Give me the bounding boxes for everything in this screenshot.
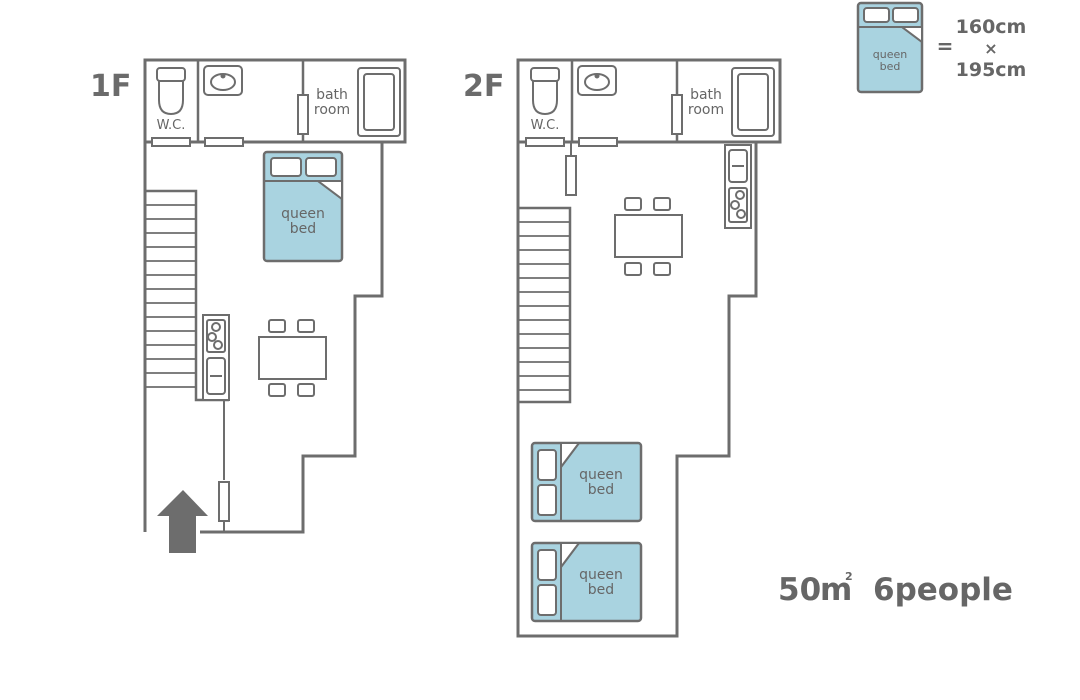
door [525, 137, 565, 147]
toilet-icon [530, 67, 560, 116]
entrance-arrow-icon [157, 490, 208, 553]
queen-bed-icon [530, 541, 643, 623]
queen-bed-icon [262, 150, 344, 263]
bed-label-line1: queen [281, 206, 325, 222]
door [204, 137, 244, 147]
bath-label-line1: bath [316, 87, 348, 103]
wc-label: W.C. [531, 118, 560, 133]
bed-label-line2: bed [290, 221, 316, 237]
door [671, 94, 683, 135]
door [218, 481, 230, 522]
bed-label-line1: queen [579, 467, 623, 483]
bed-label-line2: bed [588, 482, 614, 498]
legend-bed-line2: bed [880, 60, 901, 73]
bath-label-line2: room [314, 102, 350, 118]
area-superscript: 2 [845, 570, 853, 583]
door [565, 155, 577, 196]
queen-bed-icon [856, 1, 924, 94]
legend-equals: = [937, 34, 954, 58]
kitchen-counter-icon [202, 314, 230, 401]
door [297, 94, 309, 135]
bathtub-icon [357, 67, 401, 137]
legend-times: × [984, 39, 997, 58]
area-number: 50 [778, 572, 821, 608]
floor-1f-outline [143, 58, 407, 534]
queen-bed-icon [530, 441, 643, 523]
dining-table-icon [258, 319, 327, 397]
area-unit: m [820, 572, 852, 608]
bed-label-line1: queen [579, 567, 623, 583]
toilet-icon [156, 67, 186, 116]
bath-label-line1: bath [690, 87, 722, 103]
legend-bed-line1: queen [873, 48, 907, 61]
bathtub-icon [731, 67, 775, 137]
door [578, 137, 618, 147]
floor-1f: 1F W.C. bath room [90, 58, 407, 553]
floor-2f: 2F W.C. bath room [463, 58, 782, 638]
floor-2f-label: 2F [463, 69, 504, 104]
dining-table-icon [614, 197, 683, 276]
summary: 50 m 2 6people [778, 570, 1013, 608]
staircase [518, 206, 572, 404]
floor-2f-outline [516, 58, 782, 638]
floor-1f-label: 1F [90, 69, 131, 104]
wc-label: W.C. [157, 118, 186, 133]
sink-icon [203, 65, 243, 96]
people-count: 6people [873, 572, 1013, 608]
kitchen-counter-icon [724, 144, 752, 229]
bed-label-line2: bed [588, 582, 614, 598]
bed-size-legend: queen bed = 160cm × 195cm [856, 1, 1027, 94]
door [151, 137, 191, 147]
legend-length: 195cm [956, 59, 1027, 81]
sink-icon [577, 65, 617, 96]
bath-label-line2: room [688, 102, 724, 118]
legend-width: 160cm [956, 16, 1027, 38]
